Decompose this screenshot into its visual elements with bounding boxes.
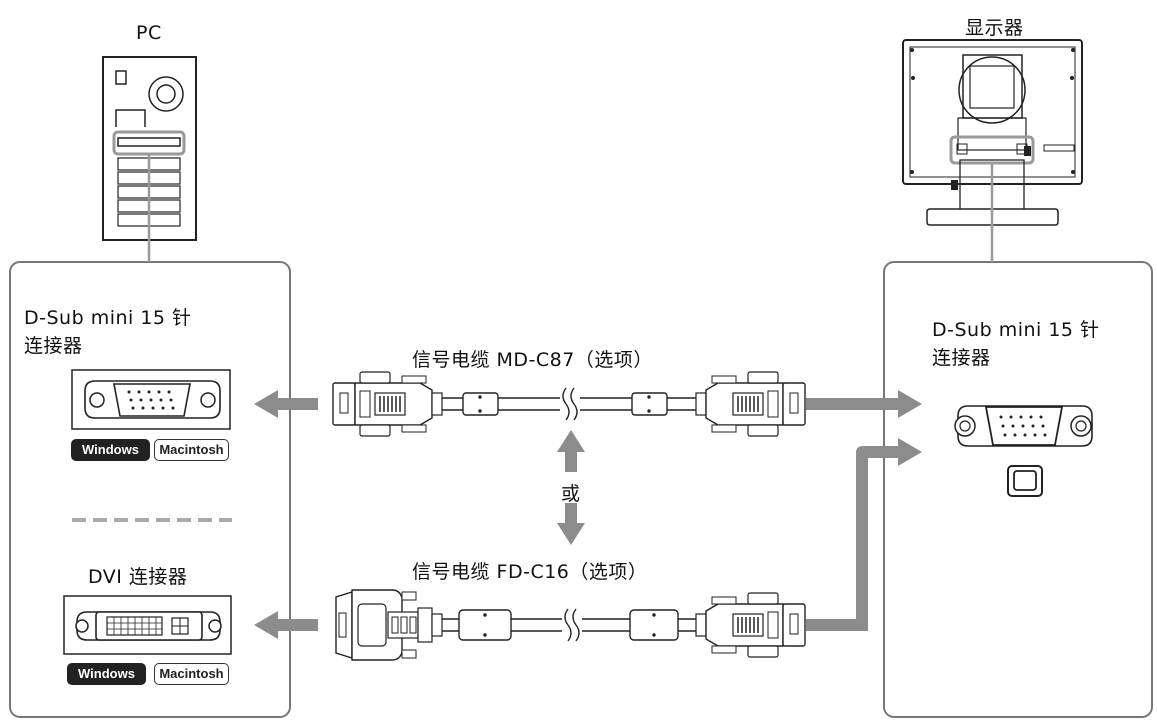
right-connector-panel <box>883 261 1153 718</box>
pc-dsub-label-line1: D-Sub mini 15 针 <box>24 307 192 329</box>
windows-badge-dvi: Windows <box>67 663 146 685</box>
cable-md-c87-illustration <box>332 371 806 437</box>
monitor-dsub-label-line2: 连接器 <box>932 347 991 369</box>
macintosh-badge-dvi: Macintosh <box>154 663 229 685</box>
monitor-label: 显示器 <box>965 17 1024 39</box>
cable-bottom-label: 信号电缆 FD-C16（选项） <box>412 561 648 583</box>
pc-dvi-label: DVI 连接器 <box>88 566 188 588</box>
cable-top-label: 信号电缆 MD-C87（选项） <box>412 349 653 371</box>
pc-dsub-label-line2: 连接器 <box>24 335 83 357</box>
monitor-port-symbol-icon <box>1007 465 1043 497</box>
pc-dvi-port-icon <box>63 595 232 655</box>
arrow-to-pc-dsub-icon <box>254 390 318 418</box>
macintosh-badge-dsub: Macintosh <box>154 439 229 461</box>
monitor-back-illustration <box>902 39 1083 226</box>
monitor-dsub-port-icon <box>954 405 1093 447</box>
arrow-to-pc-dvi-icon <box>254 611 318 639</box>
arrow-dvi-cable-to-monitor-icon <box>806 438 922 631</box>
or-double-arrow-icon <box>557 430 585 545</box>
or-label: 或 <box>561 483 581 505</box>
windows-badge-dsub: Windows <box>71 439 150 461</box>
pc-label: PC <box>136 22 162 44</box>
arrow-to-monitor-dsub-icon <box>806 390 922 418</box>
pc-dsub-port-icon <box>71 369 231 430</box>
cable-fd-c16-illustration <box>335 589 806 661</box>
monitor-dsub-label-line1: D-Sub mini 15 针 <box>932 319 1100 341</box>
